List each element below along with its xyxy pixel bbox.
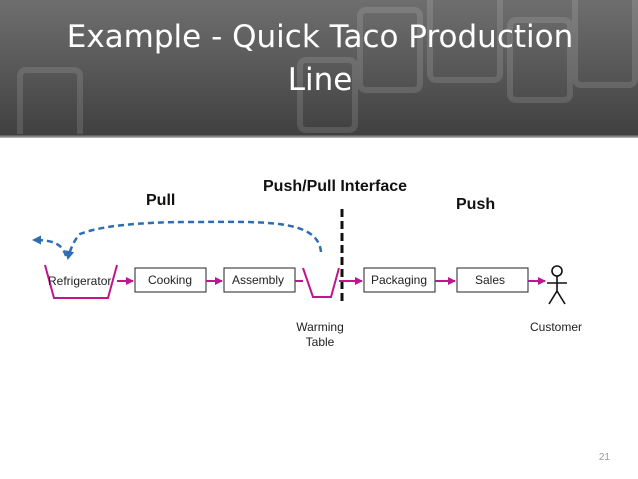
sales-label: Sales [475,273,505,287]
customer-label: Customer [530,320,582,334]
header-divider [0,134,638,138]
assembly-label: Assembly [232,273,284,287]
warming-table-label-line-1: Warming [296,320,344,334]
customer-stick-figure-icon [547,265,567,305]
header-texture [17,0,638,138]
push-pull-interface-label: Push/Pull Interface [263,178,407,195]
cooking-label: Cooking [148,273,192,287]
slide-title: Example - Quick Taco Production Line [40,16,600,102]
pull-signal-arrow-return [32,235,68,257]
assembly-box [223,267,296,293]
push-label: Push [456,196,495,213]
slide-header: Example - Quick Taco Production Line [0,0,638,138]
warming-table-inventory-icon [302,267,340,298]
page-number: 21 [598,452,610,463]
refrigerator-label: Refrigerator [48,274,111,288]
warming-table-label-line-2: Table [306,335,335,349]
packaging-label: Packaging [371,273,427,287]
pull-signal-arrow [65,220,323,260]
pull-label: Pull [146,192,175,209]
sales-box [456,267,529,293]
refrigerator-inventory-icon [44,264,118,299]
slide-title-line-2: Line [287,62,353,98]
slide-title-line-1: Example - Quick Taco Production [66,19,574,55]
